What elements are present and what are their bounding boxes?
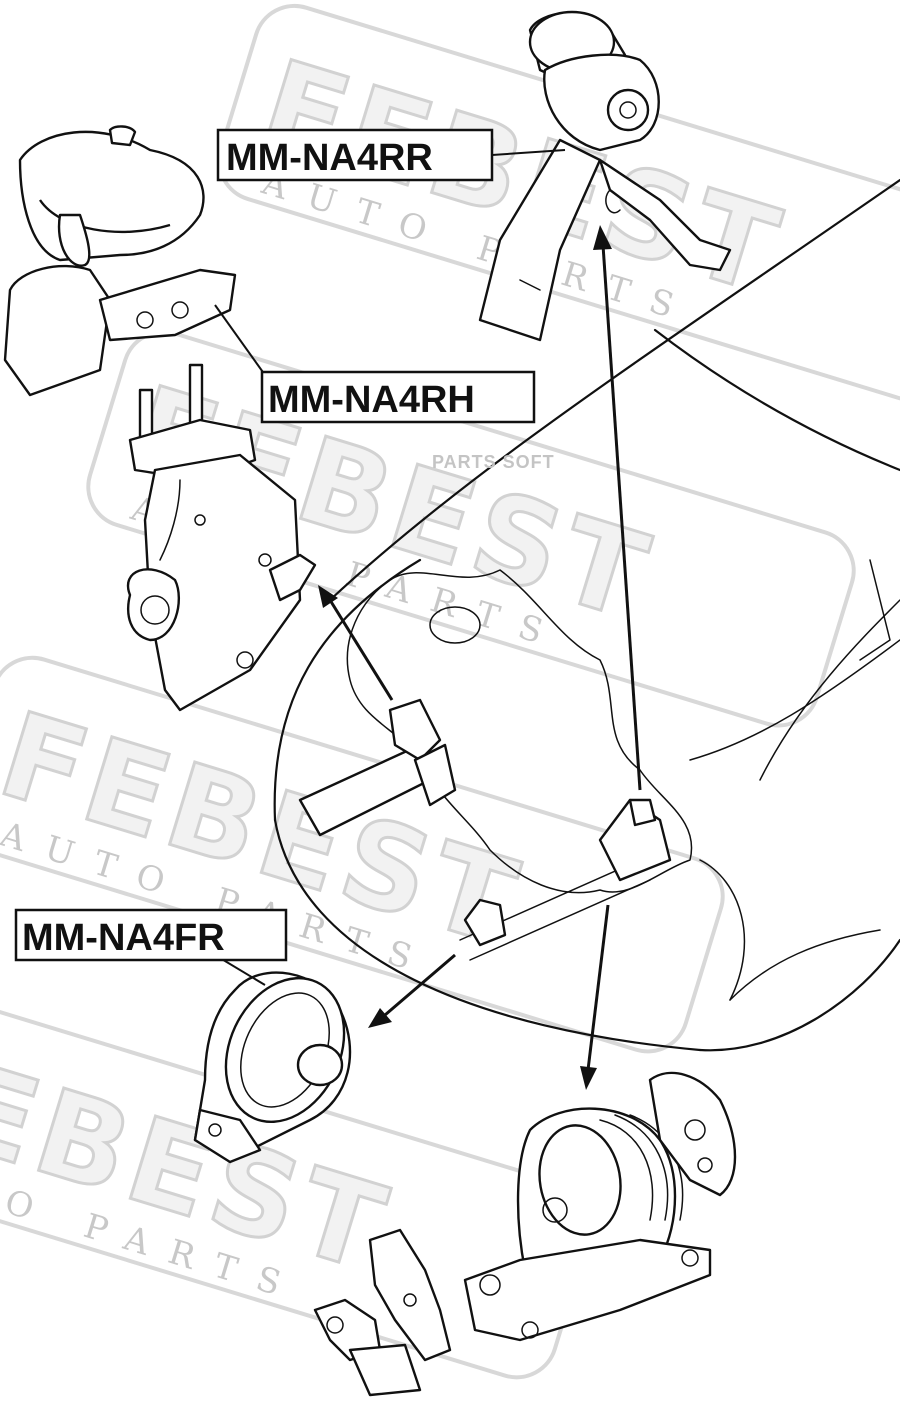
label-frame <box>216 128 494 182</box>
label-text-rear-mount: MM-NA4RR <box>226 137 433 179</box>
arrow-right-mount <box>328 599 394 701</box>
arrow-front-lower-mount <box>586 904 610 1071</box>
label-text-right-mount: MM-NA4RH <box>268 379 475 421</box>
rear-mount-part <box>478 10 732 342</box>
site-watermark: PARTS SOFT <box>432 452 555 472</box>
arrowhead <box>580 1066 597 1090</box>
watermark-frame <box>0 655 725 1054</box>
part-label-front-mount: MM-NA4FR <box>14 908 288 962</box>
part-label-rear-mount: MM-NA4RR <box>216 128 494 182</box>
right-mount-bracket-part <box>126 363 317 712</box>
vehicle-body-outline <box>273 178 900 1052</box>
label-frame <box>14 908 288 962</box>
watermark-frame <box>86 329 856 728</box>
arrowhead <box>368 1008 392 1028</box>
part-label-right-mount: MM-NA4RH <box>260 370 536 424</box>
front-mount-part <box>193 971 352 1164</box>
arrow-front-mount <box>384 953 456 1017</box>
label-leaders <box>214 149 566 986</box>
locator-arrows <box>318 225 642 1090</box>
subframe-assembly <box>298 569 693 961</box>
front-lower-mount-part <box>313 1071 737 1397</box>
arrowhead <box>318 585 338 608</box>
label-frame <box>260 370 536 424</box>
label-text-front-mount: MM-NA4FR <box>22 917 225 959</box>
right-mount-engine-part <box>3 125 237 397</box>
arrow-rear-mount <box>601 244 642 791</box>
arrowhead <box>593 225 612 250</box>
